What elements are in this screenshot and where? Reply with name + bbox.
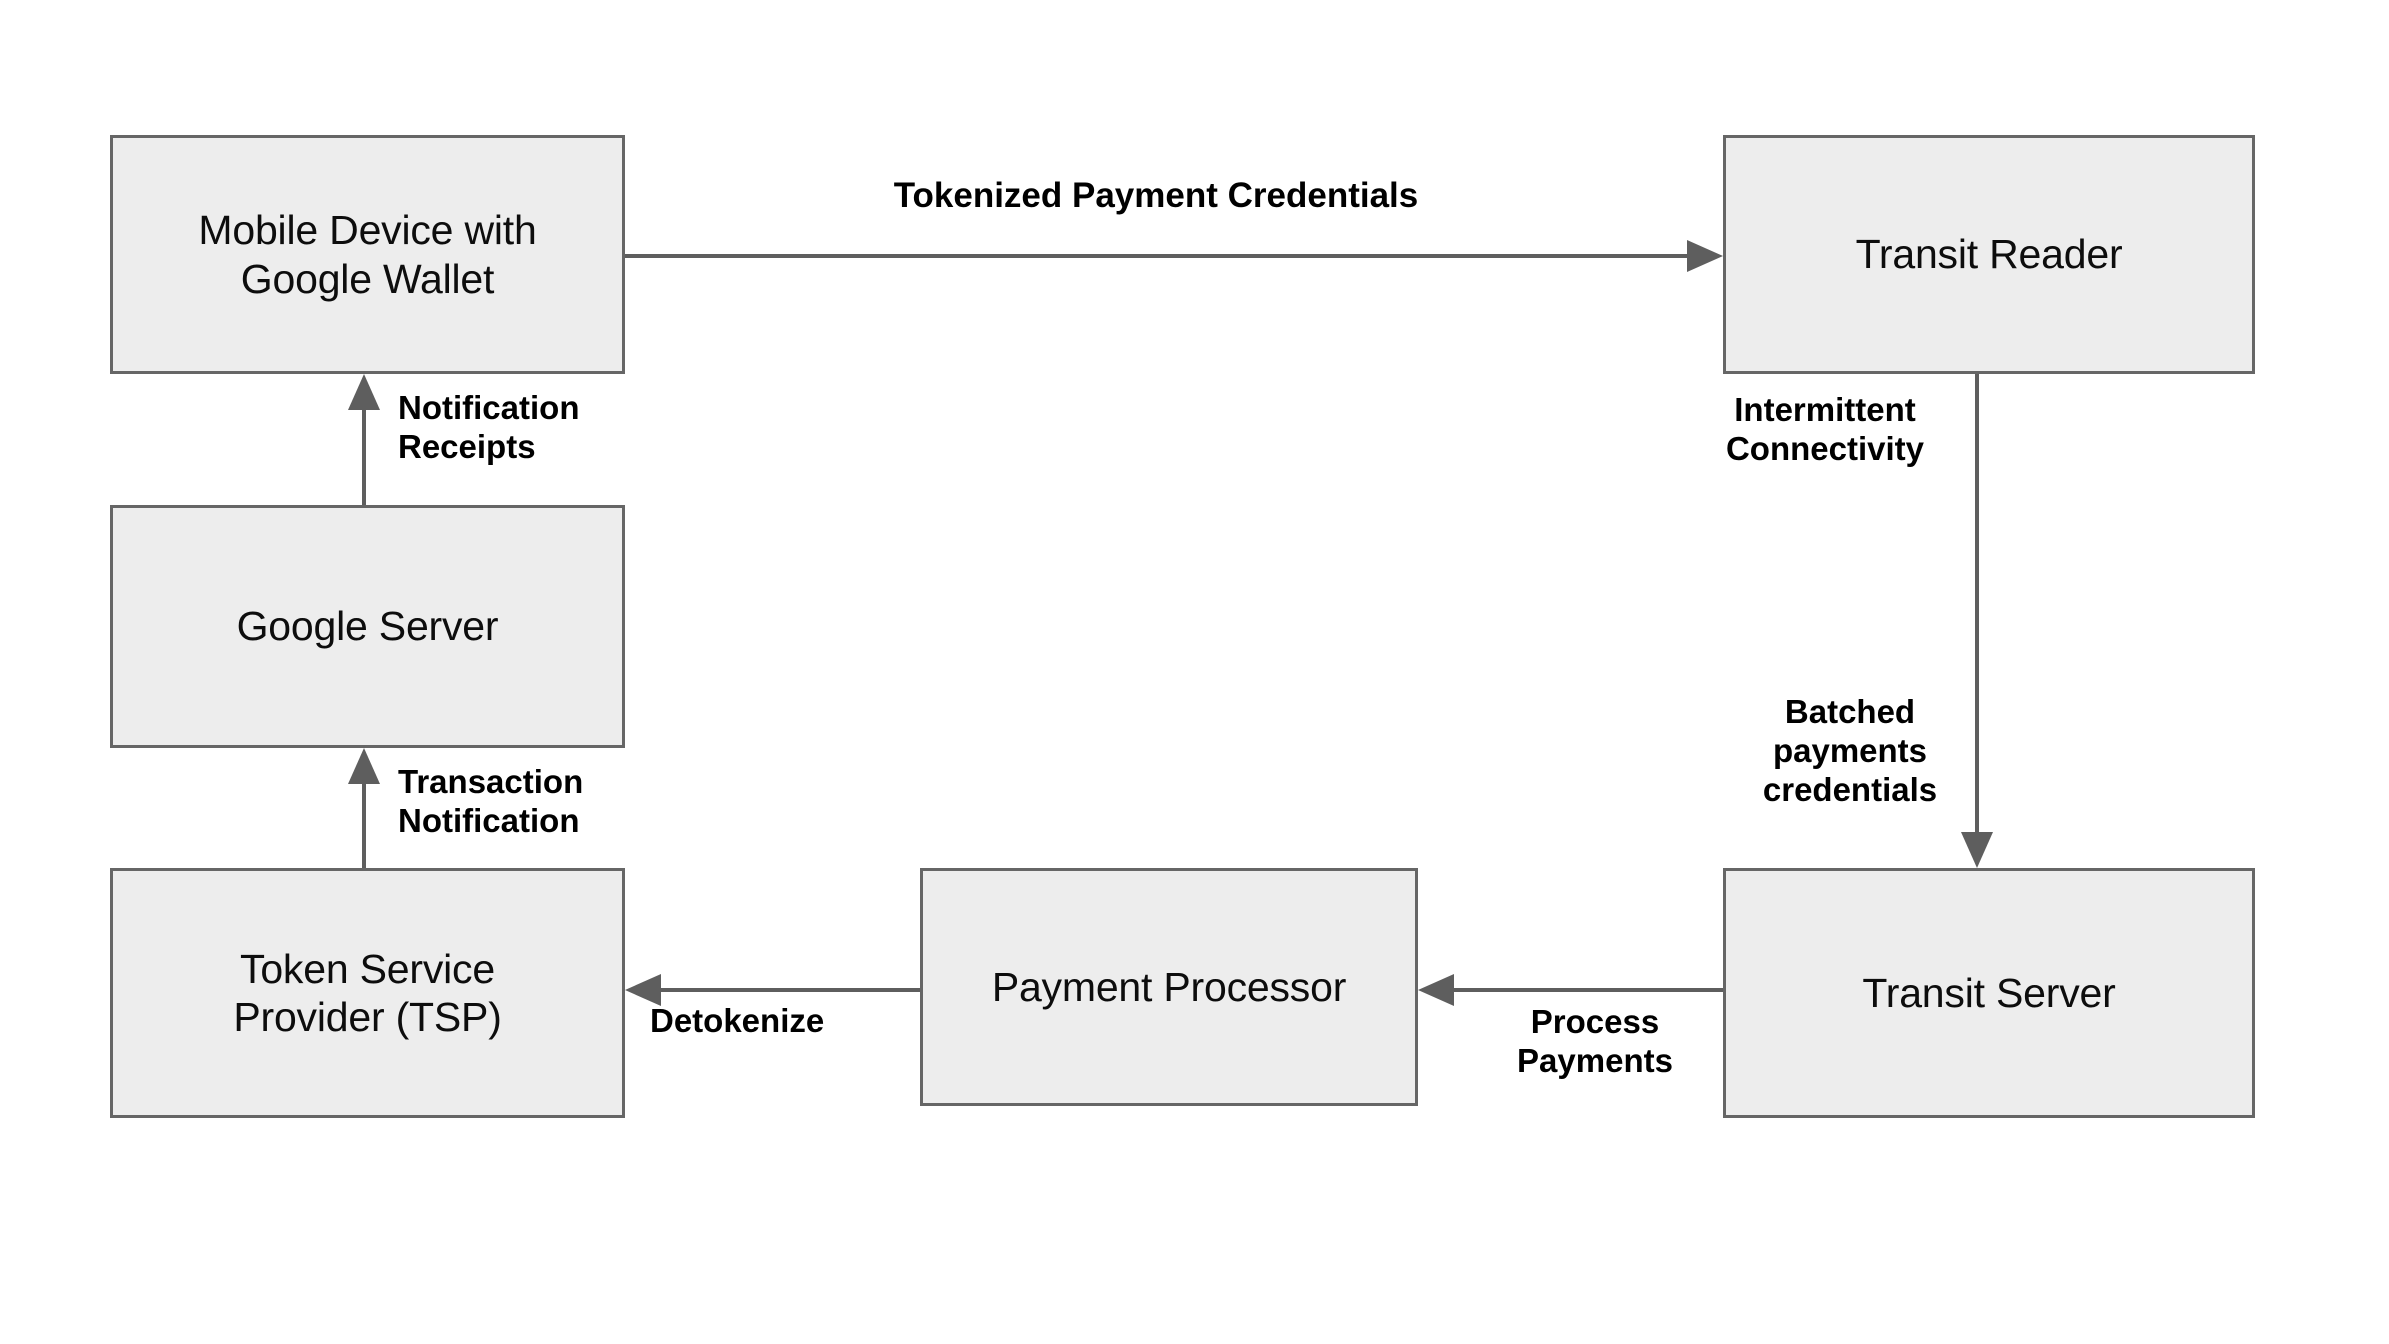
- node-google-server[interactable]: Google Server: [110, 505, 625, 748]
- node-token-service-provider[interactable]: Token Service Provider (TSP): [110, 868, 625, 1118]
- node-label-token-service-provider: Token Service Provider (TSP): [233, 945, 502, 1040]
- edge-notification-receipts: [348, 374, 380, 505]
- node-payment-processor[interactable]: Payment Processor: [920, 868, 1418, 1106]
- edge-label-process-payments: Process Payments: [1517, 1003, 1673, 1079]
- edge-label-detokenize: Detokenize: [650, 1002, 825, 1039]
- edge-label-transaction-notification: Transaction Notification: [398, 763, 584, 839]
- node-label-google-server: Google Server: [236, 603, 499, 650]
- edge-label-notification-receipts: Notification Receipts: [398, 389, 580, 465]
- edge-intermittent-connectivity-batched-credentials: [1961, 374, 1993, 868]
- node-label-transit-reader: Transit Reader: [1855, 231, 2123, 278]
- edge-process-payments: [1418, 974, 1723, 1006]
- node-label-transit-server: Transit Server: [1862, 969, 2116, 1016]
- edge-transaction-notification: [348, 748, 380, 868]
- node-transit-reader[interactable]: Transit Reader: [1723, 135, 2255, 374]
- node-label-payment-processor: Payment Processor: [991, 963, 1347, 1010]
- edge-label-intermittent-connectivity: Intermittent Connectivity: [1725, 391, 1925, 467]
- node-mobile-device-with-google-wallet[interactable]: Mobile Device with Google Wallet: [110, 135, 625, 374]
- node-transit-server[interactable]: Transit Server: [1723, 868, 2255, 1118]
- edge-label-batched-payments-credentials: Batched payments credentials: [1762, 693, 1938, 808]
- edge-tokenized-payment-credentials: [625, 240, 1723, 272]
- node-label-mobile-device: Mobile Device with Google Wallet: [198, 207, 537, 302]
- edge-label-tokenized-payment-credentials: Tokenized Payment Credentials: [893, 176, 1419, 215]
